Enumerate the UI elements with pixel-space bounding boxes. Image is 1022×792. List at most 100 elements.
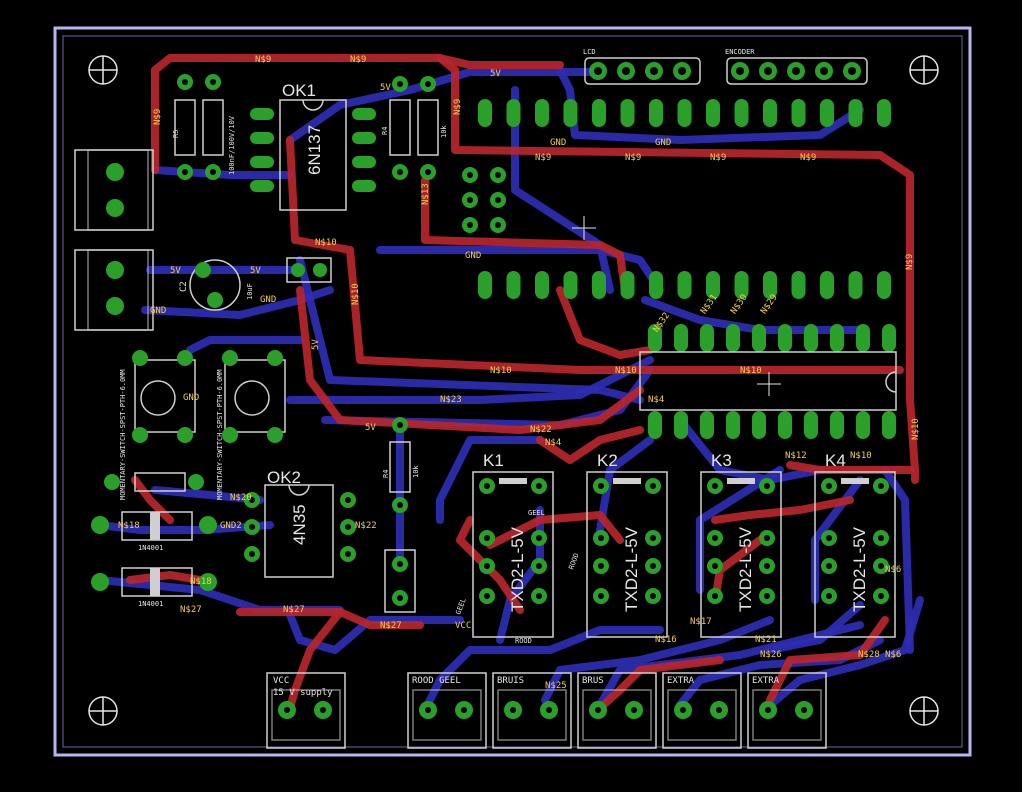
ok2-optocoupler: OK2 4N35 (244, 468, 356, 578)
svg-text:N$9: N$9 (535, 153, 551, 163)
svg-text:GND: GND (550, 138, 566, 148)
svg-text:N$17: N$17 (690, 617, 712, 627)
header-pad (620, 271, 635, 299)
header-pad (791, 99, 806, 127)
svg-text:GND: GND (183, 393, 199, 403)
svg-text:VCC: VCC (273, 676, 289, 686)
header-pad (563, 99, 578, 127)
svg-text:10k: 10k (412, 465, 420, 478)
k1-ref: K1 (483, 451, 504, 470)
terminal-conn_extra2: EXTRA (747, 672, 827, 749)
svg-text:GEEL: GEEL (528, 509, 545, 517)
mounting-holes (88, 55, 939, 726)
header-pad (706, 271, 720, 299)
header-pad (763, 271, 777, 299)
svg-text:N$12: N$12 (785, 451, 807, 461)
svg-text:ROOD: ROOD (567, 552, 580, 571)
header-pad (506, 271, 521, 299)
socket-pad (726, 324, 740, 352)
header-pad (506, 99, 521, 127)
lcd-header: LCD (583, 48, 701, 85)
header-pad (649, 99, 663, 127)
k2-ref: K2 (597, 451, 618, 470)
k2-value: TXD2-L-5V (622, 526, 641, 612)
socket-pad (752, 324, 766, 352)
k4-ref: K4 (825, 451, 846, 470)
svg-text:5V: 5V (365, 423, 376, 433)
svg-text:N$6: N$6 (885, 565, 901, 575)
svg-text:N$10: N$10 (740, 366, 762, 376)
socket-pad (882, 411, 896, 439)
svg-text:MOMENTARY-SWITCH-SPST-PTH-6.0M: MOMENTARY-SWITCH-SPST-PTH-6.0MM (216, 369, 224, 500)
svg-text:BRUIS: BRUIS (497, 676, 524, 686)
pad-block (462, 167, 506, 233)
svg-text:N$9: N$9 (800, 153, 816, 163)
header-pad (677, 271, 692, 299)
svg-text:15 V supply: 15 V supply (273, 688, 333, 698)
ok1-value: 6N137 (305, 125, 324, 175)
header-pad (877, 99, 891, 127)
svg-text:N$22: N$22 (355, 521, 377, 531)
ok2-value: 4N35 (290, 504, 309, 545)
svg-text:R4: R4 (381, 127, 389, 135)
ok2-ref: OK2 (267, 468, 301, 487)
header-pad (734, 271, 749, 299)
socket-pad (700, 411, 714, 439)
capacitor-c2: C2 10uF (179, 259, 254, 311)
svg-text:C2: C2 (179, 281, 189, 292)
ic-socket-outline (639, 351, 897, 411)
header-pad (734, 99, 749, 127)
svg-text:GND: GND (260, 295, 276, 305)
svg-text:N$23: N$23 (440, 395, 462, 405)
svg-text:MOMENTARY-SWITCH-SPST-PTH-6.0M: MOMENTARY-SWITCH-SPST-PTH-6.0MM (119, 369, 127, 500)
svg-text:N$20: N$20 (230, 493, 252, 503)
svg-text:N$29: N$29 (759, 293, 780, 317)
svg-text:5V: 5V (490, 69, 501, 79)
svg-text:ROOD: ROOD (515, 637, 532, 645)
terminal-conn_rood_geel: ROOD GEEL (407, 672, 487, 749)
header-pad (820, 99, 834, 127)
svg-text:N$9: N$9 (625, 153, 641, 163)
k4-value: TXD2-L-5V (850, 526, 869, 612)
svg-text:N$22: N$22 (530, 425, 552, 435)
board-outline (53, 26, 972, 757)
svg-text:N$4: N$4 (648, 395, 664, 405)
svg-text:GEEL: GEEL (454, 597, 467, 616)
svg-text:N$10: N$10 (911, 418, 921, 440)
svg-text:N$4: N$4 (545, 438, 561, 448)
header-pad (478, 271, 492, 299)
svg-text:GND: GND (465, 251, 481, 261)
svg-text:N$10: N$10 (490, 366, 512, 376)
socket-pad (648, 324, 662, 352)
terminal-conn_extra1: EXTRA (662, 672, 742, 749)
svg-text:GND2: GND2 (220, 521, 242, 531)
encoder-label: ENCODER (725, 48, 755, 56)
header-pad (848, 99, 863, 127)
svg-text:ROOD GEEL: ROOD GEEL (412, 676, 461, 686)
svg-text:R4: R4 (382, 470, 390, 478)
svg-text:VCC: VCC (455, 621, 471, 631)
header-pad (563, 271, 578, 299)
socket-pad (752, 411, 766, 439)
k1-value: TXD2-L-5V (508, 526, 527, 612)
socket-pad (882, 324, 896, 352)
header-pad (877, 271, 891, 299)
header-pad (620, 99, 635, 127)
k3-ref: K3 (711, 451, 732, 470)
svg-text:N$16: N$16 (655, 635, 677, 645)
svg-text:N$26: N$26 (760, 650, 782, 660)
svg-text:N$21: N$21 (755, 635, 777, 645)
svg-text:N$25: N$25 (545, 681, 567, 691)
header-row-mid (478, 271, 891, 299)
svg-text:N$9: N$9 (453, 99, 463, 115)
header-pad (592, 271, 606, 299)
svg-text:GND: GND (150, 306, 166, 316)
socket-pad (804, 411, 818, 439)
header-pad (791, 271, 806, 299)
ok1-ref: OK1 (282, 81, 316, 100)
